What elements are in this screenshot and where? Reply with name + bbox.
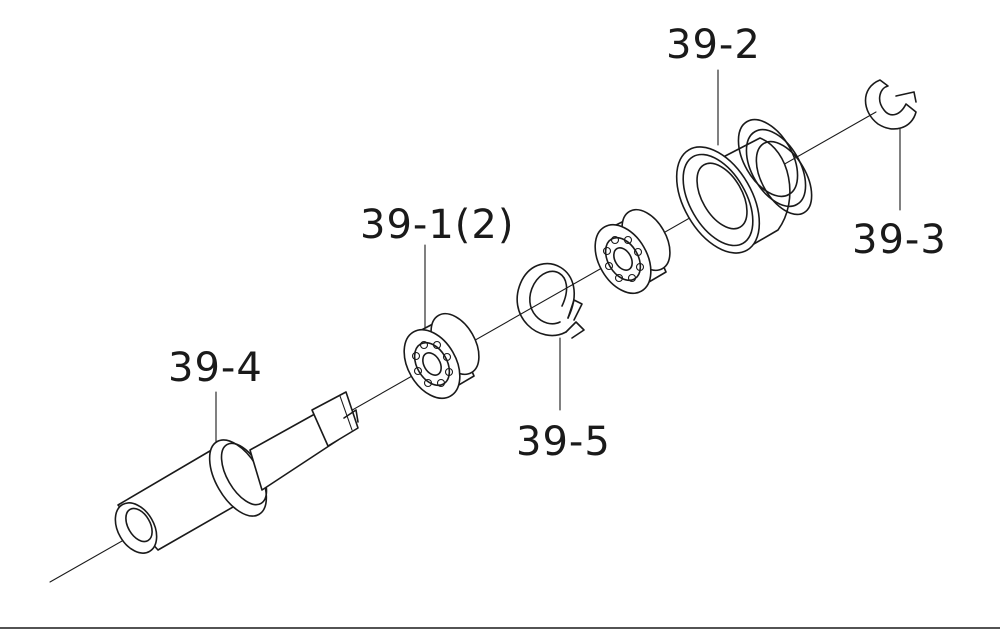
- bearing-39-1-lower: [403, 312, 480, 400]
- bearing-39-1-upper: [594, 208, 671, 295]
- callout-39-2: 39-2: [666, 22, 761, 68]
- e-clip-39-3: [864, 79, 917, 130]
- shaft-39-4: [114, 391, 359, 554]
- callout-39-1: 39-1(2): [360, 202, 514, 248]
- threaded-housing-39-2: [675, 118, 813, 254]
- retaining-ring-39-5: [516, 262, 585, 339]
- callout-39-5: 39-5: [516, 419, 611, 465]
- callout-39-4: 39-4: [168, 345, 263, 391]
- callout-39-3: 39-3: [852, 217, 947, 263]
